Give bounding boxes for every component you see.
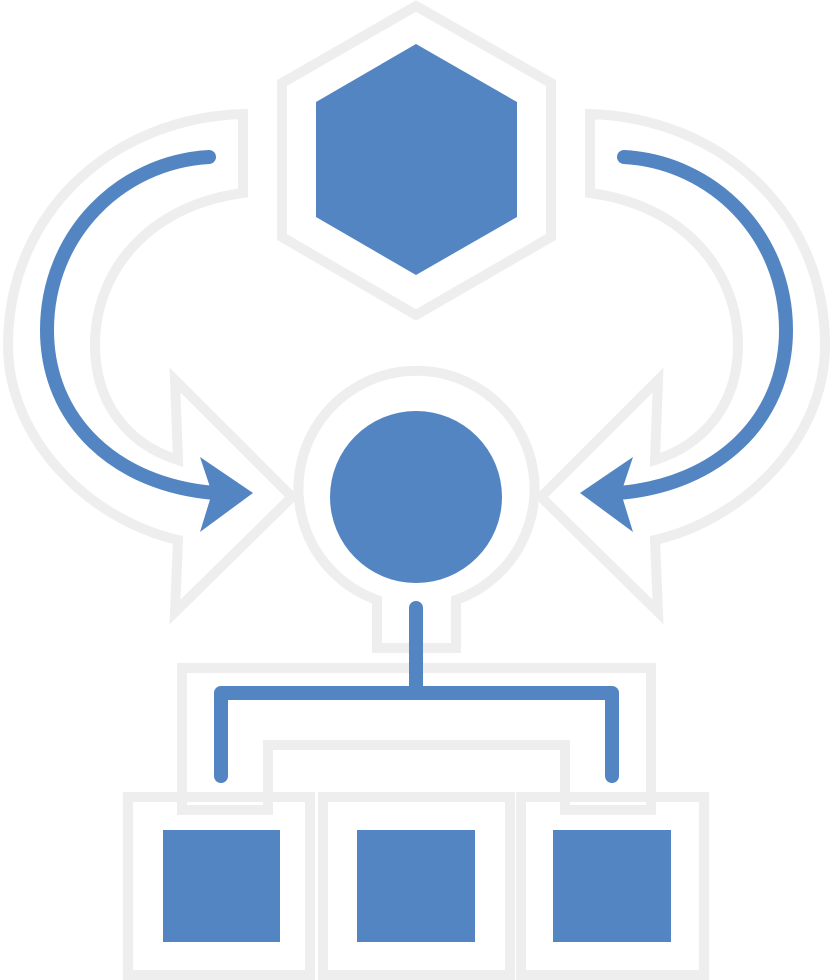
right-arrow-outline (533, 108, 831, 625)
left-curved-arrow (40, 150, 222, 500)
circle-node-outline (293, 365, 540, 653)
left-arrow-outline (2, 108, 300, 625)
hexagon-shape (316, 44, 517, 275)
connector-outline (177, 663, 656, 815)
icon-fill (163, 44, 671, 942)
square-outline-right (516, 792, 709, 980)
square-node-right (553, 830, 671, 942)
square-outline-middle (318, 792, 515, 980)
square-outline-left (123, 792, 315, 980)
left-arrow-head (200, 457, 253, 532)
icon-strokes (40, 150, 793, 783)
hexagon-outline (277, 0, 556, 321)
right-curved-arrow (611, 150, 793, 500)
square-node-middle (357, 830, 475, 942)
hierarchy-connector (214, 601, 619, 783)
square-node-left (163, 830, 280, 942)
right-arrow-head (580, 457, 633, 532)
circle-node (330, 411, 502, 583)
